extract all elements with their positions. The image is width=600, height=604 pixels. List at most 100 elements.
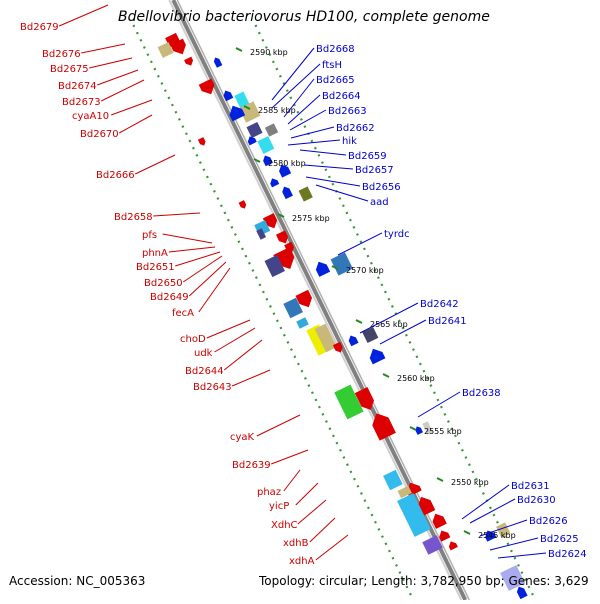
gene-arrow [184,56,194,66]
gene-feature [397,493,431,537]
reverse-gene-label: Bd2638 [462,388,501,399]
forward-gene-label: Bd2679 [20,22,59,33]
label-leader-line [309,517,336,543]
label-leader-line [303,164,354,170]
gene-arrow [270,178,280,188]
gene-feature [496,522,511,538]
gene-block [422,421,433,435]
tick-label: 2570 kbp [346,266,384,275]
gene-arrow [247,136,257,146]
reverse-gene-label: aad [370,197,389,208]
label-leader-line [153,212,201,217]
forward-gene-label: pfs [142,230,157,241]
gene-feature [516,586,528,600]
forward-gene-label: choD [180,334,206,345]
gene-arrow [238,200,247,209]
gene-feature [298,186,313,202]
gene-feature [500,565,526,591]
forward-gene-label: Bd2675 [50,64,89,75]
label-leader-line [417,391,461,418]
gene-arrow [432,513,447,529]
gene-block [256,228,267,240]
gene-feature [422,535,443,555]
label-leader-line [206,319,251,339]
label-leader-line [271,449,309,465]
label-leader-line [271,63,321,109]
label-leader-line [168,246,216,253]
map-title: Bdellovibrio bacteriovorus HD100, comple… [118,9,490,25]
forward-gene-label: cyaK [230,432,255,443]
gene-block [397,485,412,499]
reverse-gene-label: Bd2659 [348,151,387,162]
gene-feature [213,57,223,68]
forward-gene-label: xdhA [289,556,315,567]
tick-label: 2590 kbp [250,48,288,57]
forward-gene-label: Bd2676 [42,49,81,60]
label-leader-line [299,149,347,156]
tick-mark [277,213,285,218]
label-leader-line [271,47,315,101]
tick-mark [243,105,251,110]
label-leader-line [497,552,547,559]
gene-block [383,469,403,491]
tick-mark [253,158,261,163]
gene-features [157,32,528,600]
forward-gene-label: Bd2639 [232,460,271,471]
label-leader-line [287,139,341,146]
label-leader-line [256,414,301,437]
label-leader-line [489,537,539,551]
label-leader-line [214,327,256,353]
tick-mark [355,319,363,324]
label-leader-line [283,469,301,492]
gene-arrow [275,230,289,244]
gene-feature [263,155,273,167]
forward-gene-label: Bd2649 [150,292,189,303]
reverse-gene-label: hik [342,136,357,147]
label-leader-line [223,339,263,371]
backbone-line [171,0,468,601]
tick-label: 2585 kbp [258,106,296,115]
forward-gene-label: XdhC [271,520,298,531]
gene-arrow [369,348,386,365]
gene-feature [247,136,257,146]
gene-arrow [282,186,293,200]
reverse-gene-label: Bd2642 [420,299,459,310]
gene-feature [279,164,292,178]
gene-feature [234,91,250,109]
gene-feature [415,426,423,435]
gene-feature [332,341,343,353]
reverse-gene-label: Bd2657 [355,165,394,176]
gene-feature [238,200,247,209]
gene-feature [417,496,436,517]
gene-feature [275,230,289,244]
gene-block [362,326,379,344]
genome-stats-text: Topology: circular; Length: 3,782,950 bp… [259,574,589,588]
gene-block [234,91,250,109]
gene-arrow [263,155,273,167]
gene-arrow [332,341,343,353]
tick-label: 2575 kbp [292,214,330,223]
gene-block [257,136,275,154]
label-leader-line [469,498,516,524]
tick-label: 2580 kbp [268,159,306,168]
tick-label: 2550 kbp [451,478,489,487]
gene-arrow [372,413,396,441]
gene-feature [383,469,403,491]
gene-block [334,384,364,420]
gene-block [496,522,511,538]
label-leader-line [100,79,145,102]
gene-feature [246,121,263,139]
gene-feature [257,136,275,154]
tick-marks: 2590 kbp 2585 kbp 2580 kbp 2575 kbp 2570 kbp… [235,47,516,540]
reverse-gene-label: Bd2664 [322,91,361,102]
label-leader-line [287,94,321,125]
gene-feature [432,513,447,529]
gene-feature [448,541,458,551]
gene-block [314,323,337,353]
gene-arrow [170,38,186,55]
gene-arrow [198,78,215,95]
forward-gene-label: cyaA10 [72,111,109,122]
gene-block [500,565,526,591]
gene-feature [330,252,353,276]
